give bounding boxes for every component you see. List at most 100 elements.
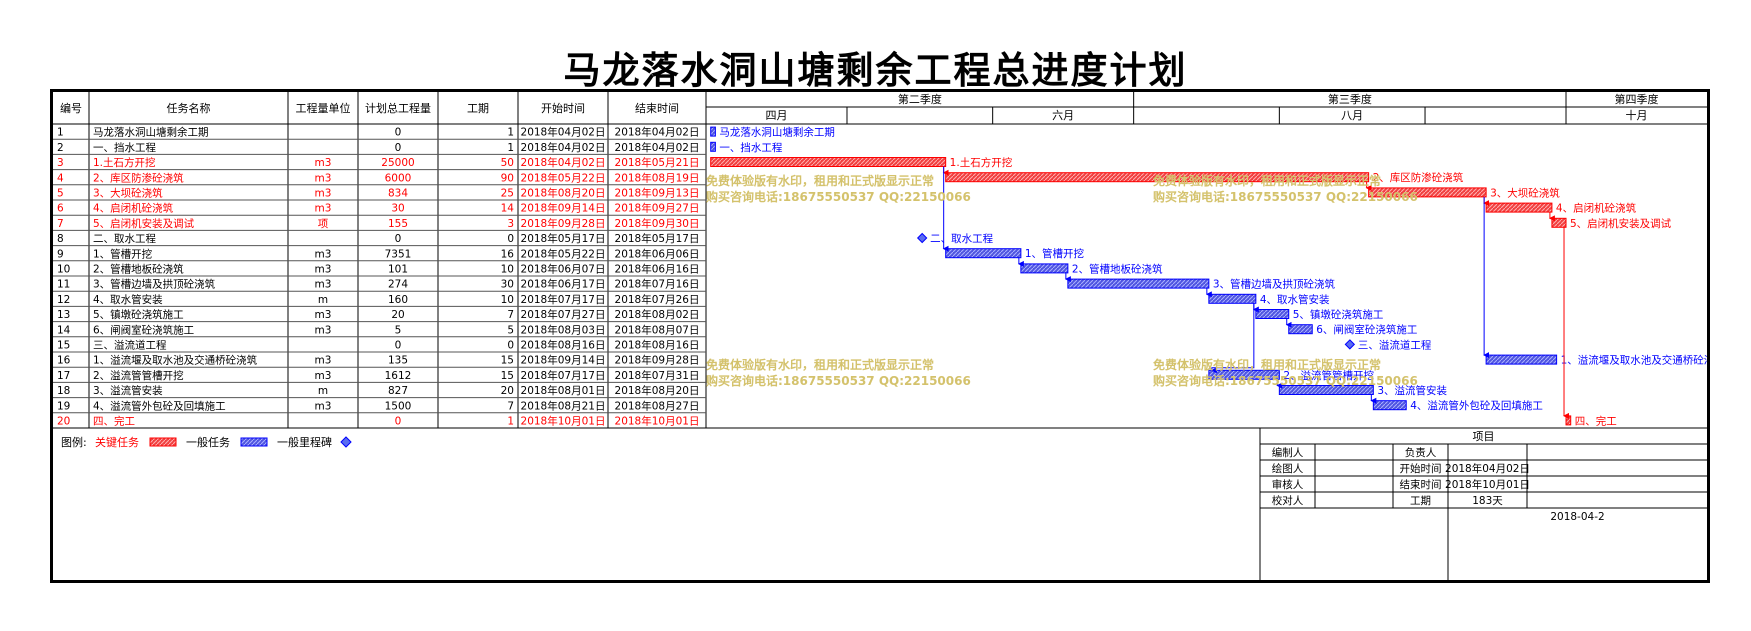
table-cell: 2018年09月28日 [521,217,606,230]
table-cell: 160 [388,294,408,306]
watermark-text: 购买咨询电话:18675550537 QQ:22150066 [706,189,971,204]
table-cell: 2018年04月02日 [521,141,606,154]
table-cell: 10 [501,264,514,276]
table-cell: 2018年09月13日 [615,187,700,200]
table-cell: 2018年07月26日 [615,293,700,306]
quarter-label: 第四季度 [1615,92,1659,106]
gantt-bar [1551,217,1567,228]
column-header: 结束时间 [635,102,679,115]
column-header: 工程量单位 [296,101,351,115]
bar-label: 4、启闭机砼浇筑 [1556,202,1637,215]
table-cell: 19 [57,400,70,412]
table-cell: 2018年06月07日 [521,263,606,276]
table-cell: 3 [57,157,64,169]
table-cell: 4、溢流管外包砼及回填施工 [93,399,226,412]
table-cell: 2018年09月30日 [615,217,700,230]
gantt-bar [1368,187,1487,198]
gantt-bar [710,157,947,167]
month-label: 十月 [1626,108,1648,122]
legend-critical-swatch [149,437,177,447]
table-cell: 7 [507,309,514,321]
table-cell: 7 [57,218,64,230]
bar-label: 3、溢流管安装 [1377,384,1447,397]
schedule-frame: 编号任务名称工程量单位计划总工程量工期开始时间结束时间第二季度第三季度第四季度四… [50,89,1710,583]
table-cell: 1 [507,142,514,154]
table-cell: 2018年04月02日 [521,156,606,169]
table-cell: 15 [501,355,514,367]
table-cell: m [318,294,328,306]
table-cell: m3 [315,324,332,336]
table-cell: 30 [391,203,404,215]
bar-label: 4、取水管安装 [1260,293,1330,306]
legend-milestone-marker [340,436,352,448]
table-cell: 2018年04月02日 [521,126,606,139]
table-cell: 30 [501,279,514,291]
gantt-bar [1485,202,1553,213]
gantt-bar [710,126,716,137]
table-cell: 2018年06月17日 [521,278,606,291]
bar-label: 二、取水工程 [930,233,993,245]
bar-label: 1、管槽开挖 [1025,247,1084,260]
quarter-label: 第三季度 [1328,92,1372,106]
legend-critical-label: 关键任务 [95,435,139,449]
bar-label: 2、管槽地板砼浇筑 [1072,262,1163,275]
table-cell: 1 [507,127,514,139]
table-cell: 0 [395,416,402,428]
table-cell: 2018年08月03日 [521,323,606,336]
table-cell: 3、大坝砼浇筑 [93,187,163,200]
table-cell: 14 [501,203,515,215]
table-cell: 7351 [385,248,412,260]
gantt-chart: 编号任务名称工程量单位计划总工程量工期开始时间结束时间第二季度第三季度第四季度四… [53,92,1707,580]
table-cell: m3 [315,400,332,412]
table-cell: 6000 [385,172,412,184]
gantt-bar [1208,293,1257,304]
watermark-text: 免费体验版有水印，租用和正式版显示正常 [706,173,934,188]
table-cell: 2018年04月02日 [615,141,700,154]
info-cell: 审核人 [1272,478,1304,491]
info-cell: 绘图人 [1272,462,1304,475]
table-cell: 827 [388,385,408,397]
bar-label: 三、溢流道工程 [1358,338,1432,351]
gantt-bar [1372,400,1407,411]
table-cell: 1612 [385,370,412,382]
bar-label: 1.土石方开挖 [950,156,1013,169]
table-cell: 三、溢流道工程 [93,339,167,352]
table-cell: 2018年08月01日 [521,384,606,397]
table-cell: 274 [388,279,408,291]
info-header: 项目 [1473,430,1495,443]
info-cell: 开始时间 [1400,462,1442,475]
table-cell: 1.土石方开挖 [93,156,156,169]
milestone-marker [916,232,928,244]
quarter-label: 第二季度 [898,92,942,106]
table-cell: 1、管槽开挖 [93,247,152,260]
table-cell: 20 [501,385,514,397]
table-cell: 2018年07月17日 [521,369,606,382]
info-cell: 2018年04月02日 [1445,462,1530,475]
table-cell: 25 [501,188,514,200]
table-cell: 9 [57,248,64,260]
table-cell: 2018年09月27日 [615,202,700,215]
gantt-bar [1565,415,1572,426]
bar-label: 一、挡水工程 [719,141,782,154]
table-cell: m3 [315,188,332,200]
table-cell: 2018年08月16日 [521,339,606,352]
table-cell: 2018年04月02日 [615,126,700,139]
table-cell: m3 [315,157,332,169]
table-cell: m3 [315,264,332,276]
table-cell: 3、管槽边墙及拱顶砼浇筑 [93,278,216,291]
table-cell: 0 [395,340,402,352]
watermark-text: 免费体验版有水印，租用和正式版显示正常 [1153,173,1381,188]
table-cell: 2018年09月28日 [615,354,700,367]
table-cell: 0 [395,142,402,154]
info-cell: 工期 [1410,495,1431,507]
table-cell: 2018年05月22日 [521,171,606,184]
watermark-text: 购买咨询电话:18675550537 QQ:22150066 [1153,189,1418,204]
table-cell: 155 [388,218,408,230]
info-cell: 结束时间 [1400,478,1442,491]
table-cell: 5 [57,188,64,200]
table-cell: 15 [501,370,514,382]
table-cell: 14 [57,324,71,336]
table-cell: 2018年10月01日 [521,415,606,428]
table-cell: 3 [507,218,514,230]
watermark-text: 购买咨询电话:18675550537 QQ:22150066 [1153,373,1418,388]
